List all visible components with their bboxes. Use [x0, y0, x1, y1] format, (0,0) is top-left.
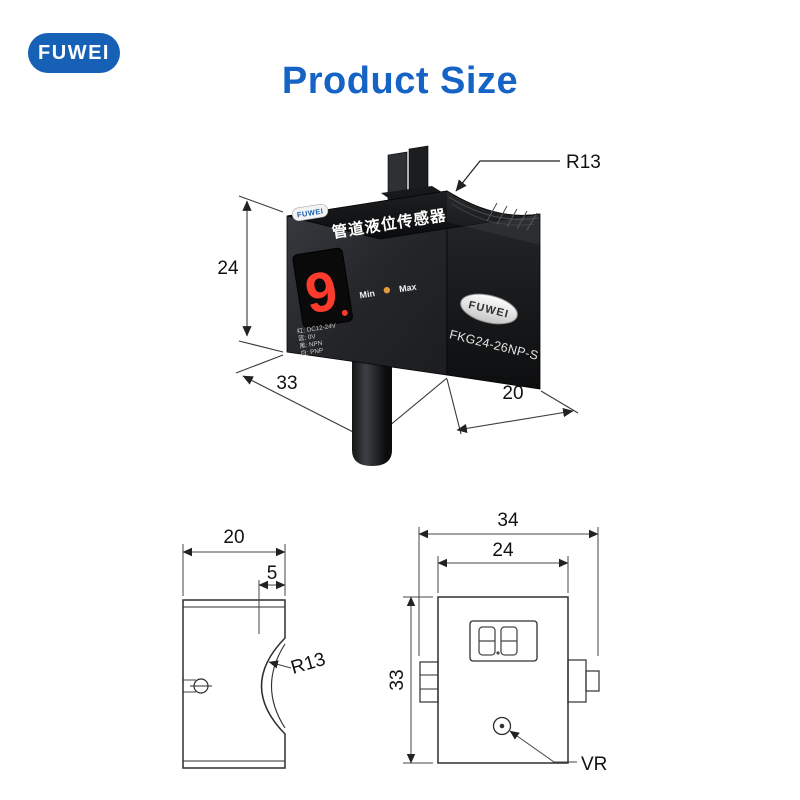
front-view-outer-width-label: 34 [497, 510, 519, 531]
front-brand-badge-text: FUWEI [296, 206, 324, 219]
max-label: Max [398, 282, 417, 295]
ext-line [540, 390, 579, 414]
left-mount-tab [419, 661, 439, 703]
dim-height-label: 24 [217, 258, 239, 279]
ext-line [235, 354, 284, 374]
side-view-radius-label: R13 [289, 649, 328, 679]
ext-line [238, 340, 284, 353]
front-view-display [469, 620, 538, 662]
pipe-groove-contours [448, 196, 539, 226]
front-view-outline [419, 596, 600, 764]
vr-potentiometer-center [499, 723, 505, 729]
vr-label: VR [581, 754, 607, 775]
side-view-outline [182, 599, 286, 769]
vr-potentiometer [492, 716, 512, 736]
brand-logo: FUWEI [28, 33, 120, 73]
radius-callout-3d: R13 [455, 152, 601, 192]
ext-line [446, 378, 462, 435]
vr-leader [509, 730, 577, 763]
side-view-width-label: 20 [223, 527, 244, 548]
dim-depth-label: 20 [502, 383, 523, 404]
side-view-groove-label: 5 [267, 563, 278, 584]
sensor-top-face [286, 190, 541, 240]
ext-line [238, 195, 284, 213]
digital-display: 9 [292, 247, 353, 329]
mount-tab [381, 145, 445, 202]
front-view-height-label: 33 [387, 669, 408, 690]
front-view-dimensions [403, 527, 599, 764]
front-brand-badge: FUWEI [291, 203, 329, 222]
radius-leader [268, 660, 292, 669]
dim-width-label: 33 [276, 373, 297, 394]
display-dot [496, 651, 500, 655]
brand-logo-text: FUWEI [38, 41, 110, 64]
min-label: Min [359, 288, 376, 300]
dim-line-width [242, 375, 366, 439]
side-view-dimensions [182, 544, 292, 669]
front-view-inner-width-label: 24 [492, 540, 514, 561]
right-connector [567, 659, 600, 703]
front-view-display-digits [478, 626, 518, 656]
sensor-3d-device: FUWEI 管道液位传感器 9 Min Max 红: DC12-24V 蓝: 0… [286, 145, 541, 466]
vent-hatch-lines [486, 202, 538, 231]
wire-label: 蓝: 0V [297, 331, 316, 343]
min-max-indicator: Min Max [359, 282, 417, 301]
radius-label-3d: R13 [566, 152, 601, 173]
wire-label: 黑: NPN [299, 339, 323, 351]
sensor-probe [352, 360, 392, 466]
side-face-glare [447, 191, 540, 245]
adjust-pot-dot [383, 286, 391, 294]
page-title: Product Size [281, 60, 519, 102]
dim-line-depth [456, 408, 574, 433]
display-decimal-dot [341, 309, 348, 316]
side-brand-badge: FUWEI [460, 293, 518, 325]
groove-inner-arc [270, 643, 286, 729]
